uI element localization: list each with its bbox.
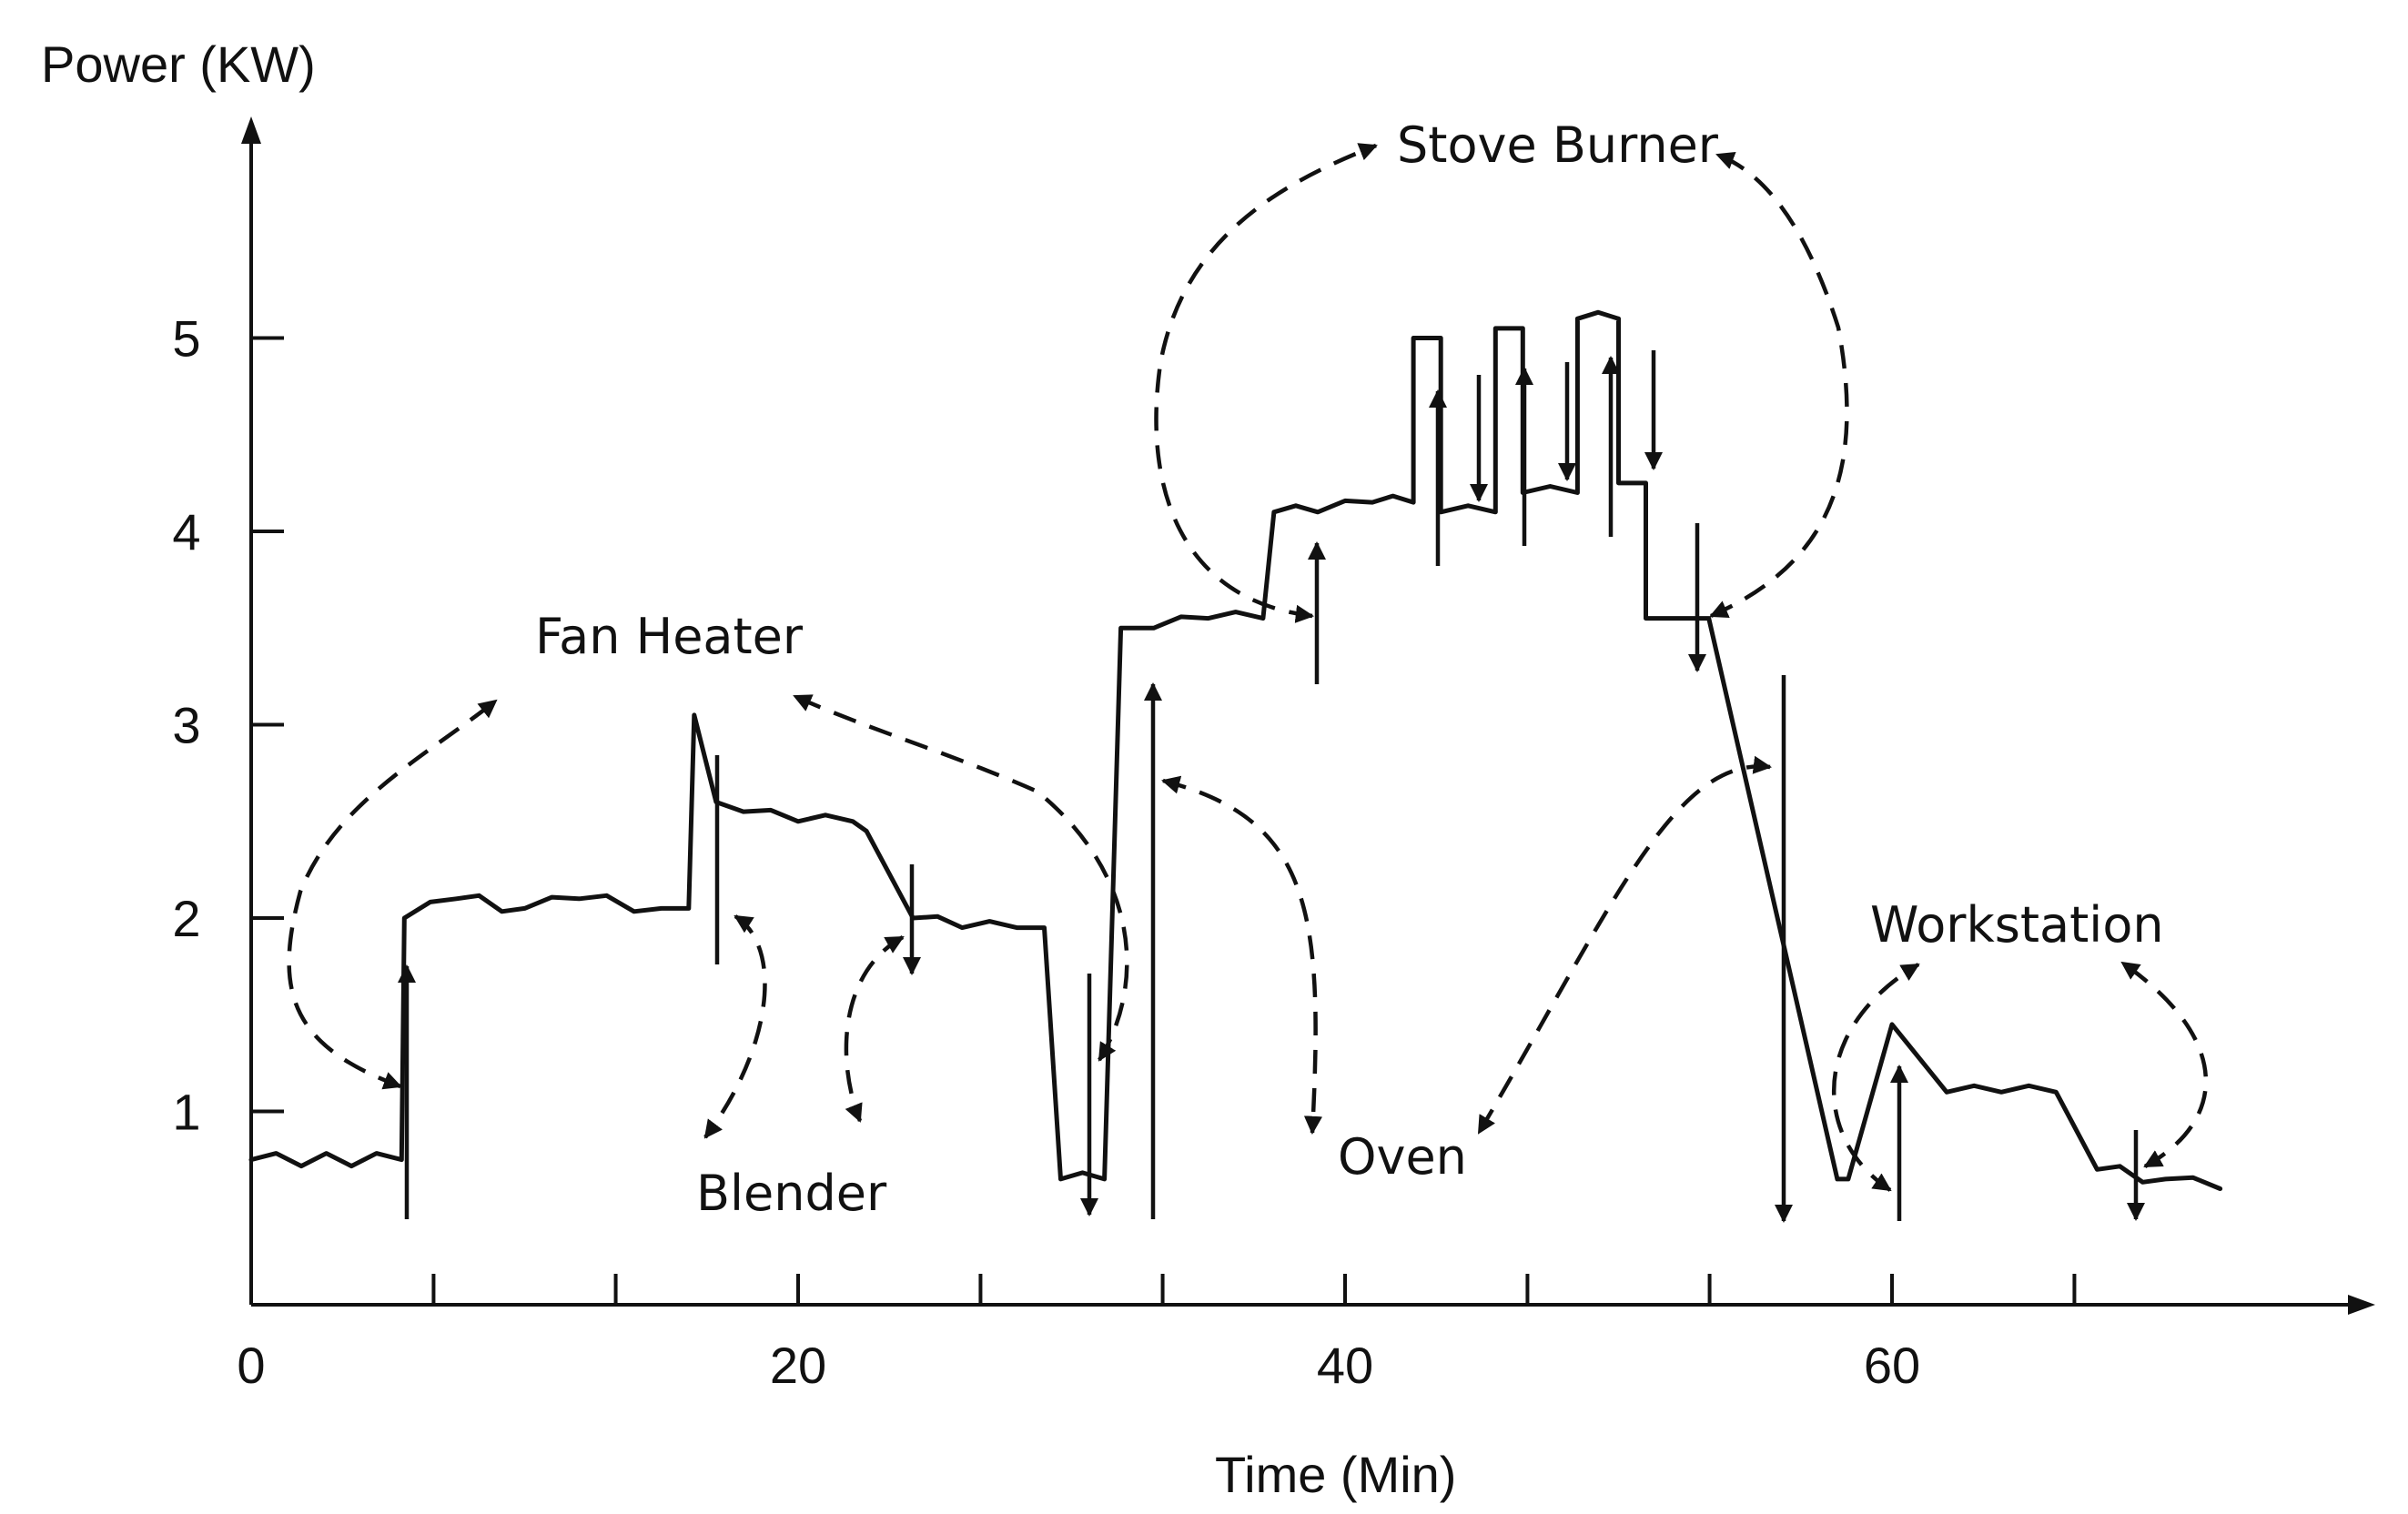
workstation-curve-right xyxy=(2120,961,2209,1168)
y-axis-tick-labels: 1 2 3 4 5 xyxy=(172,310,200,1141)
y-axis-ticks xyxy=(251,336,284,1114)
power-signal-line xyxy=(248,309,2223,1191)
y-tick-label: 5 xyxy=(172,310,200,368)
y-axis-arrowhead xyxy=(241,116,261,144)
fan-heater-curve-right xyxy=(793,693,1129,1062)
oven-curve-right xyxy=(1477,755,1773,1135)
step-arrows xyxy=(397,350,2146,1224)
annotation-curves xyxy=(287,143,2209,1192)
annotation-blender: Blender xyxy=(696,1165,887,1222)
blender-curve-right xyxy=(844,935,905,1123)
x-tick-label: 20 xyxy=(770,1337,826,1394)
x-tick-label: 0 xyxy=(237,1337,265,1394)
x-tick-label: 40 xyxy=(1317,1337,1373,1394)
workstation-curve-left xyxy=(1831,963,1920,1192)
annotation-fan-heater: Fan Heater xyxy=(535,608,804,665)
stove-burner-curve-left xyxy=(1154,143,1378,623)
y-tick-label: 3 xyxy=(172,697,200,754)
y-axis-title: Power (KW) xyxy=(41,35,316,93)
y-tick-label: 4 xyxy=(172,503,200,560)
blender-curve-left xyxy=(703,914,767,1139)
annotation-stove-burner: Stove Burner xyxy=(1397,116,1719,174)
x-axis-arrowhead xyxy=(2348,1295,2375,1315)
x-tick-label: 60 xyxy=(1864,1337,1920,1394)
y-tick-label: 2 xyxy=(172,890,200,947)
x-axis-tick-labels: 0 20 40 60 xyxy=(237,1337,1920,1394)
annotation-workstation: Workstation xyxy=(1870,896,2164,954)
annotation-oven: Oven xyxy=(1338,1128,1467,1186)
stove-burner-curve-right xyxy=(1709,151,1849,619)
oven-curve-left xyxy=(1161,775,1323,1136)
x-axis-title: Time (Min) xyxy=(1215,1446,1456,1503)
x-axis-ticks xyxy=(431,1274,2077,1305)
fan-heater-curve-left xyxy=(287,699,498,1090)
y-tick-label: 1 xyxy=(172,1084,200,1141)
